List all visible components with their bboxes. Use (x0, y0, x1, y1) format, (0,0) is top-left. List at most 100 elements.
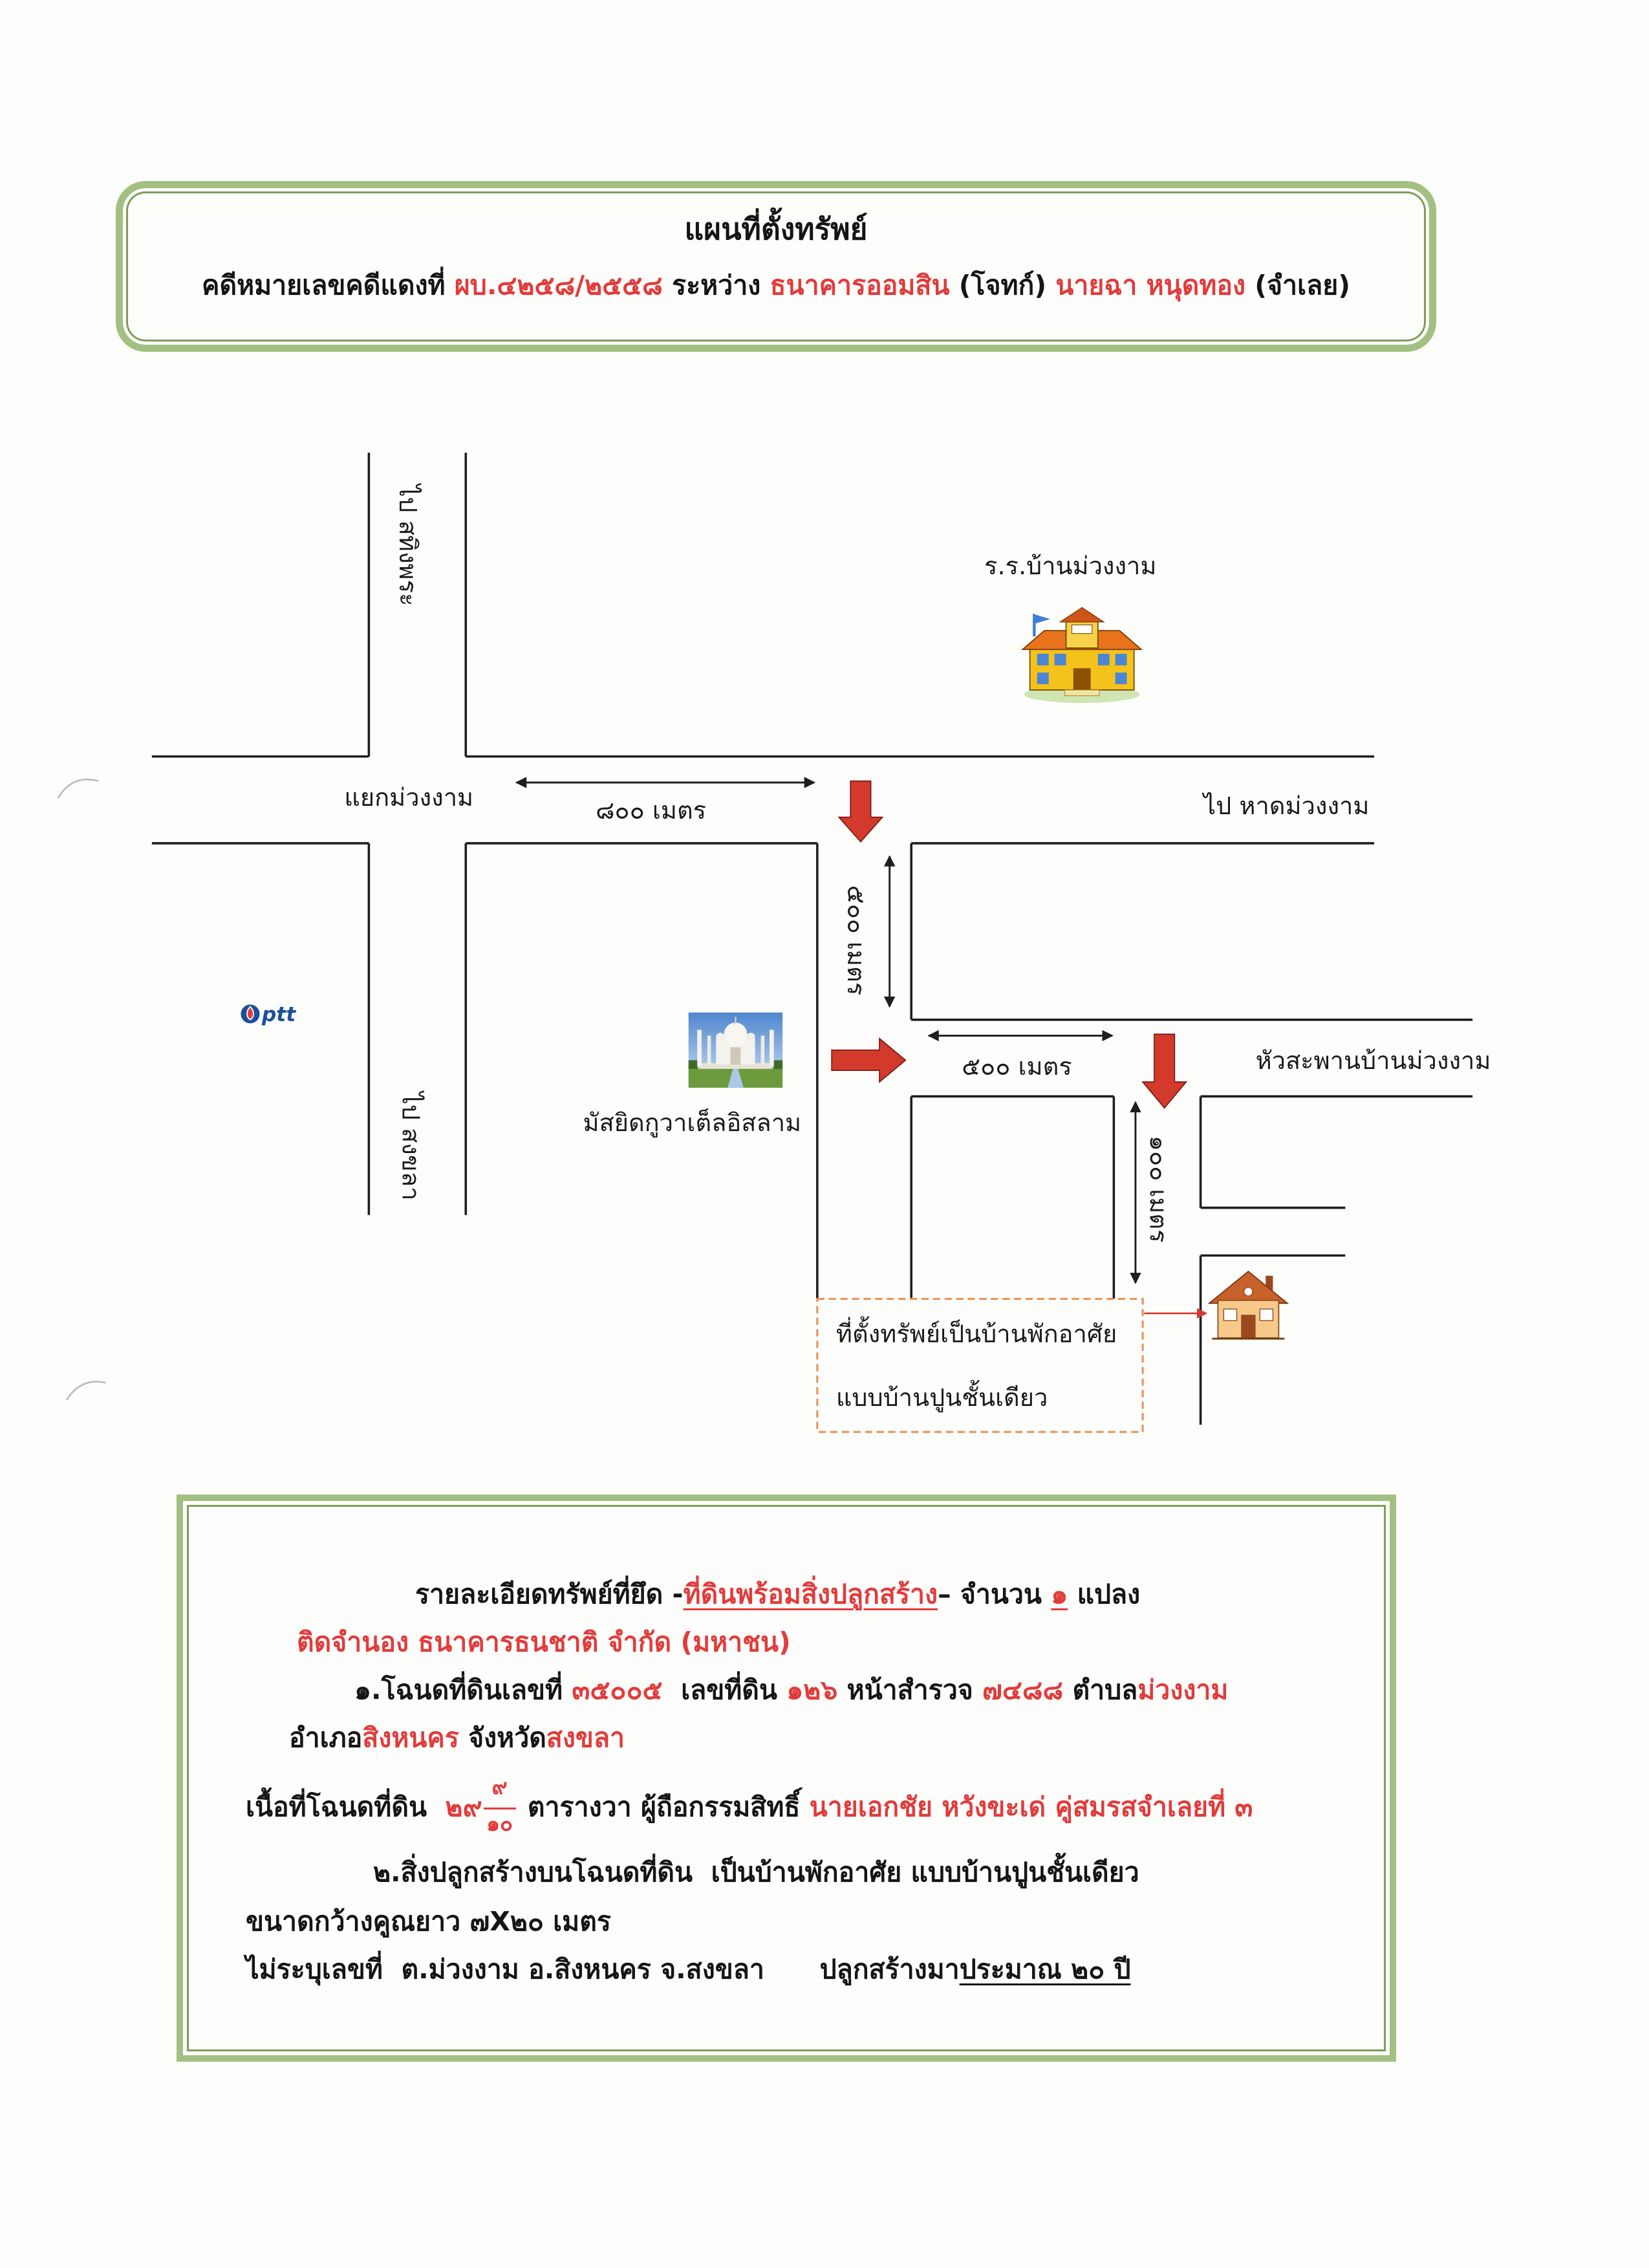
area-whole: ๒๙ (445, 1791, 482, 1822)
mosque-minaret (697, 1030, 702, 1066)
mosque-small-dome (746, 1032, 755, 1042)
school-tower-roof (1059, 607, 1105, 623)
label-school: ร.ร.บ้านม่วงงาม (984, 552, 1156, 580)
label-to-beach: ไป หาดม่วงงาม (1202, 792, 1369, 820)
school-window (1115, 673, 1127, 684)
school-window (1115, 653, 1127, 665)
plaintiff-role: (โจทก์) (958, 270, 1047, 301)
building-age-label: ปลูกสร้างมา (819, 1954, 960, 1985)
defendant-name: นายฉา หนุดทอง (1055, 270, 1245, 301)
school-flag (1033, 613, 1050, 637)
label-distance-500m-vertical: ๕๐๐ เมตร (842, 885, 870, 995)
hole-punch-mark (65, 1381, 106, 1401)
area-fraction-denominator: ๑๐ (486, 1811, 513, 1837)
case-label: คดีหมายเลขคดีแดงที่ (202, 270, 446, 301)
ptt-logo-flame (246, 1006, 254, 1021)
distance-arrows (515, 777, 1141, 1284)
count-unit: แปลง (1077, 1579, 1141, 1610)
house-window (1223, 1308, 1238, 1321)
ptt-logo: ptt (241, 1003, 296, 1026)
red-arrow-icon (837, 780, 884, 843)
survey-number: ๗๔๘๘ (982, 1674, 1064, 1705)
property-callout-line1: ที่ตั้งทรัพย์เป็นบ้านพักอาศัย (836, 1316, 1117, 1348)
school-sign (1071, 624, 1093, 634)
count-label: – จำนวน (938, 1579, 1042, 1610)
defendant-role: (จำเลย) (1255, 270, 1350, 301)
mosque-minaret (770, 1030, 774, 1066)
district-name: สิงหนคร (362, 1722, 459, 1753)
district-line: อำเภอสิงหนคร จังหวัดสงขลา (289, 1720, 625, 1755)
details-frame (177, 1495, 1396, 2062)
area-unit: ตารางวา (527, 1791, 632, 1822)
district-label: อำเภอ (289, 1722, 363, 1753)
province-name: สงขลา (546, 1722, 625, 1753)
area-fraction: ๙๑๐ (483, 1775, 516, 1836)
house-window (1259, 1308, 1274, 1321)
parcel-number: ๑๒๖ (786, 1674, 838, 1705)
building-address: ไม่ระบุเลขที่ ต.ม่วงงาม อ.สิงหนคร จ.สงขล… (246, 1954, 764, 1985)
mosque-small-dome (716, 1032, 725, 1042)
mosque-tree-row (688, 1060, 698, 1069)
survey-label: หน้าสำรวจ (846, 1674, 973, 1705)
mosque-minaret (707, 1035, 711, 1065)
mortgage-line: ติดจำนอง ธนาคารธนชาติ จำกัด (มหาชน) (297, 1626, 791, 1658)
label-distance-800m: ๘๐๐ เมตร (596, 796, 706, 825)
mosque-picture (688, 1012, 783, 1088)
case-line: คดีหมายเลขคดีแดงที่ ผบ.๔๒๕๘/๒๕๕๘ ระหว่าง… (116, 265, 1436, 305)
header-frame (116, 181, 1436, 352)
direction-arrows (831, 780, 1188, 1109)
house-chimney (1266, 1275, 1273, 1291)
label-junction: แยกม่วงงาม (344, 783, 473, 812)
subdistrict-name: ม่วงงาม (1137, 1674, 1229, 1705)
seized-property-line: รายละเอียดทรัพย์ที่ยึด -ที่ดินพร้อมสิ่งป… (415, 1577, 1140, 1612)
label-bridge-head: หัวสะพานบ้านม่วงงาม (1256, 1046, 1491, 1075)
house-icon (1207, 1270, 1289, 1340)
label-distance-100m: ๑๐๐ เมตร (1145, 1136, 1173, 1243)
building-age: ประมาณ ๒๐ ปี (959, 1954, 1131, 1985)
seized-heading: รายละเอียดทรัพย์ที่ยึด - (415, 1579, 684, 1610)
address-line: ไม่ระบุเลขที่ ต.ม่วงงาม อ.สิงหนคร จ.สงขล… (246, 1952, 1130, 1987)
label-to-songkhla: ไป สงขลา (396, 1090, 425, 1201)
house-attic-window (1244, 1286, 1253, 1297)
deed-number: ๓๕๐๐๕ (572, 1674, 663, 1705)
case-number: ผบ.๔๒๕๘/๒๕๕๘ (454, 270, 663, 301)
mosque-minaret (760, 1035, 765, 1065)
seized-type: ที่ดินพร้อมสิ่งปลูกสร้าง (683, 1579, 938, 1610)
owner-name: นายเอกชัย หวังขะเด่ คู่สมรสจำเลยที่ ๓ (809, 1791, 1253, 1822)
province-label: จังหวัด (468, 1722, 546, 1753)
building-size-line: ขนาดกว้างคูณยาว ๗X๒๐ เมตร (246, 1906, 611, 1937)
school-window (1054, 653, 1066, 665)
hole-punch-mark (57, 778, 99, 799)
school-steps (1064, 689, 1100, 697)
parcel-label: เลขที่ดิน (681, 1674, 777, 1705)
school-window (1037, 653, 1049, 665)
label-distance-500m-horizontal: ๕๐๐ เมตร (962, 1052, 1072, 1081)
label-to-sathing-phra: ไป สทิงพระ (394, 482, 422, 606)
ptt-logo-text: ptt (261, 1003, 296, 1026)
mosque-water-channel (727, 1067, 744, 1088)
mosque-platform (698, 1063, 773, 1069)
school-icon (1021, 607, 1143, 703)
red-arrow-icon (1141, 1033, 1188, 1109)
subdistrict-label: ตำบล (1072, 1674, 1138, 1705)
property-callout-line2: แบบบ้านปูนชั้นเดียว (836, 1379, 1048, 1412)
owner-label: ผู้ถือกรรมสิทธิ์ (640, 1791, 801, 1822)
area-label: เนื้อที่โฉนดที่ดิน (246, 1791, 427, 1822)
road-network (151, 453, 1473, 1425)
school-door (1073, 668, 1091, 690)
mosque-tree-row (773, 1060, 783, 1069)
between-label: ระหว่าง (672, 270, 761, 301)
area-line: เนื้อที่โฉนดที่ดิน ๒๙๙๑๐ ตารางวา ผู้ถือก… (246, 1775, 1253, 1836)
property-callout-box (816, 1297, 1144, 1433)
label-mosque: มัสยิดกูวาเต็ลอิสลาม (583, 1108, 801, 1138)
house-door (1241, 1315, 1256, 1338)
area-fraction-bar (483, 1807, 516, 1809)
building-description-line: ๒.สิ่งปลูกสร้างบนโฉนดที่ดิน เป็นบ้านพักอ… (373, 1857, 1139, 1888)
deed-label: ๑.โฉนดที่ดินเลขที่ (354, 1674, 563, 1705)
school-window (1037, 673, 1049, 684)
count-value: ๑ (1051, 1579, 1068, 1610)
mosque-dome (724, 1022, 748, 1046)
plaintiff-name: ธนาคารออมสิน (770, 270, 950, 301)
